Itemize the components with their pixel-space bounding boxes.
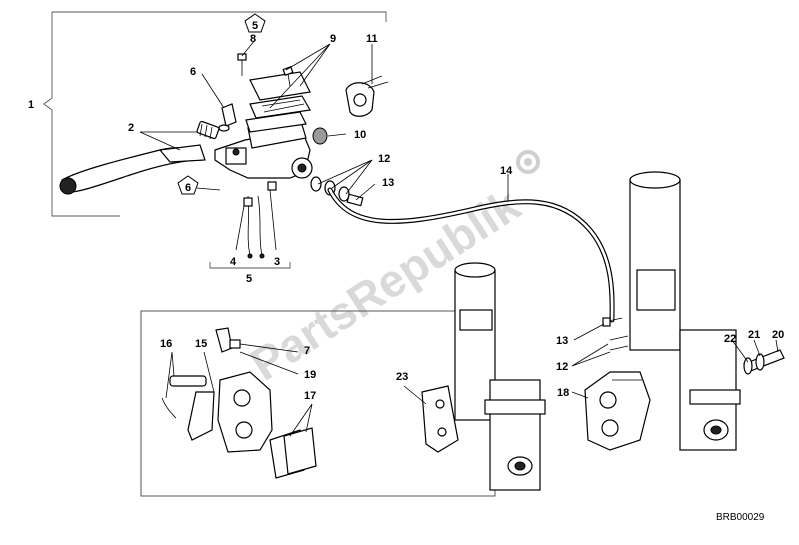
pivot-bolt xyxy=(218,103,237,132)
brake-hose xyxy=(327,187,615,323)
callout-6: 6 xyxy=(190,66,196,78)
handlebar-clamp xyxy=(345,75,389,117)
callout-9: 9 xyxy=(330,33,336,45)
callout-22: 22 xyxy=(724,333,736,345)
marker-6-text: 6 xyxy=(185,182,191,194)
marker-5-top: 5 xyxy=(244,13,266,33)
callout-10: 10 xyxy=(354,129,366,141)
marker-5-top-text: 5 xyxy=(252,20,258,32)
group-bracket-master-cylinder xyxy=(43,11,387,217)
callout-8: 8 xyxy=(250,33,256,45)
fork-left xyxy=(454,262,546,491)
callout-19: 19 xyxy=(304,369,316,381)
callout-7: 7 xyxy=(304,345,310,357)
callout-16: 16 xyxy=(160,338,172,350)
brake-pads xyxy=(269,427,317,479)
master-cylinder-body xyxy=(214,117,313,179)
callout-5: 5 xyxy=(246,273,252,285)
fork-right xyxy=(629,171,741,451)
drawing-code: BRB00029 xyxy=(716,512,765,523)
leader-lines xyxy=(139,39,779,437)
marker-6: 6 xyxy=(177,175,199,195)
dust-cap xyxy=(312,127,328,145)
inset-bleeder xyxy=(215,327,241,353)
cover-screw-left xyxy=(237,53,247,76)
watermark-gear-icon xyxy=(516,150,540,174)
callout-4: 4 xyxy=(230,256,237,268)
caliper-mount xyxy=(421,385,459,453)
brake-light-switch xyxy=(243,181,277,259)
inset-pin xyxy=(161,375,207,419)
brake-lever xyxy=(59,144,206,195)
lever-pin xyxy=(196,120,220,140)
callout-numbers: 1 2 3 4 5 6 7 8 9 10 11 12 13 14 15 16 1… xyxy=(28,33,784,402)
inset-caliper xyxy=(217,371,273,453)
callout-12: 12 xyxy=(378,153,390,165)
group-bracket-switch xyxy=(209,262,291,269)
callout-18: 18 xyxy=(557,387,569,399)
callout-13: 13 xyxy=(382,177,394,189)
callout-15: 15 xyxy=(195,338,207,350)
callout-23: 23 xyxy=(396,371,408,383)
callout-12-lower: 12 xyxy=(556,361,568,373)
callout-13-lower: 13 xyxy=(556,335,568,347)
cover-screw-right xyxy=(282,66,294,87)
callout-21: 21 xyxy=(748,329,760,341)
callout-17: 17 xyxy=(304,390,316,402)
inset-caliper-bracket xyxy=(187,391,215,441)
callout-11: 11 xyxy=(366,33,378,45)
callout-2: 2 xyxy=(128,122,134,134)
callout-1: 1 xyxy=(28,99,34,111)
callout-20: 20 xyxy=(772,329,784,341)
caliper-bleeder-lower xyxy=(602,317,629,351)
callout-3: 3 xyxy=(274,256,280,268)
reservoir-cover xyxy=(245,71,311,133)
axle-bolt xyxy=(743,349,785,375)
front-caliper xyxy=(584,371,651,451)
callout-14: 14 xyxy=(500,165,513,177)
